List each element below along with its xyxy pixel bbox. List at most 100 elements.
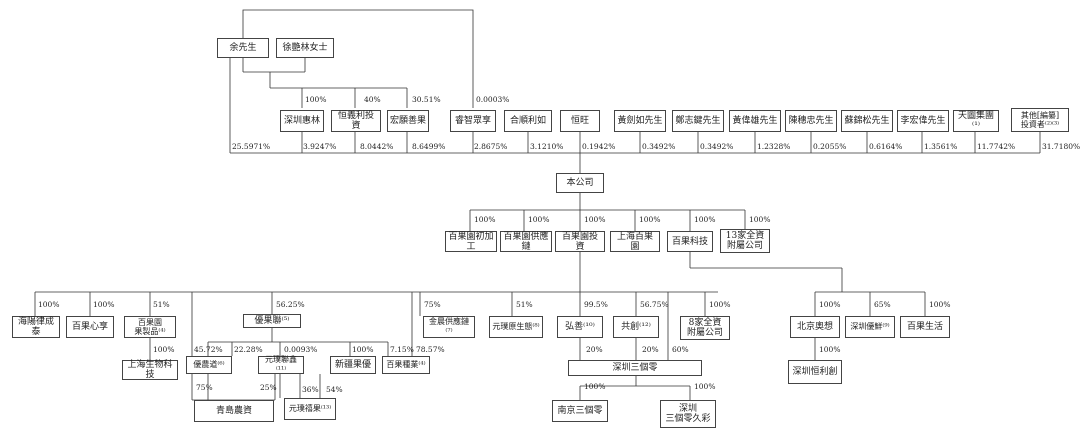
label-s-zheng: 0.3492% [700, 142, 734, 151]
node-nj-three: 南京三個零 [552, 400, 608, 422]
label-c3: 100% [584, 215, 606, 224]
label-a10: 100% [709, 300, 731, 309]
label-a9: 56.75% [640, 300, 669, 309]
label-t1: 100% [819, 300, 841, 309]
node-bgy-agri: 百果園初加工 [445, 231, 497, 252]
label-y10: 54% [326, 385, 343, 394]
node-yuanpu-guo: 元璞禧果⁽¹³⁾ [284, 398, 336, 420]
label-c2: 100% [528, 215, 550, 224]
node-ruizhi: 睿智眾享 [450, 110, 496, 132]
node-chen: 陳穗忠先生 [785, 110, 837, 132]
label-s-hengyi: 8.0442% [360, 142, 394, 151]
label-c6: 100% [749, 215, 771, 224]
label-y6: 78.57% [416, 345, 445, 354]
label-a8: 99.5% [584, 300, 608, 309]
label-y3: 0.0093% [284, 345, 318, 354]
label-y8: 25% [260, 383, 277, 392]
node-company: 本公司 [556, 173, 604, 193]
node-hongxin: 弘善⁽¹⁰⁾ [557, 316, 603, 338]
node-li: 李宏偉先生 [897, 110, 949, 132]
node-jinchen: 金晨供應鏈⁽⁷⁾ [423, 316, 475, 338]
label-c5: 100% [694, 215, 716, 224]
node-sub13: 13家全資 附屬公司 [720, 229, 770, 253]
node-bgy-pharma: 百果園 果製品⁽⁴⁾ [124, 316, 176, 338]
label-p-ruizhi: 0.0003% [476, 95, 510, 104]
label-s-chen: 0.2055% [813, 142, 847, 151]
label-c4: 100% [639, 215, 661, 224]
label-a5: 56.25% [276, 300, 305, 309]
node-xinjiang: 新疆果優 [330, 356, 376, 374]
node-yuanpu-lian: 元璞聯鑫⁽¹¹⁾ [258, 355, 304, 374]
node-yu: 余先生 [217, 38, 269, 58]
label-s-tiantu: 11.7742% [977, 142, 1016, 151]
node-sz-three2: 深圳 三個零久彩 [660, 400, 716, 428]
label-s-heshun: 3.1210% [530, 142, 564, 151]
node-huang1: 黃劍如先生 [614, 110, 666, 132]
node-gongchuang: 共創⁽¹²⁾ [613, 316, 659, 338]
node-youguolian: 優果聯⁽⁵⁾ [243, 314, 301, 328]
label-y2: 22.28% [234, 345, 263, 354]
label-s-huang1: 0.3492% [642, 142, 676, 151]
label-y5: 7.15% [390, 345, 414, 354]
label-h3: 60% [672, 345, 689, 354]
label-y7: 75% [196, 383, 213, 392]
label-t4: 100% [819, 345, 841, 354]
node-sz-three: 深圳三個零 [568, 360, 702, 376]
node-sub8: 8家全資 附屬公司 [680, 316, 730, 340]
node-sz-hengli: 深圳恒利創 [788, 360, 842, 384]
label-y1: 45.72% [194, 345, 223, 354]
label-c1: 100% [474, 215, 496, 224]
node-yuanpu: 元璞原生態⁽⁸⁾ [489, 316, 543, 338]
label-s-yu: 25.5971% [232, 142, 271, 151]
label-s-li: 1.3561% [924, 142, 958, 151]
node-tiantu: 天圖集團⁽¹⁾ [953, 110, 999, 132]
node-huilin: 深圳惠林 [280, 110, 324, 132]
label-h1: 20% [586, 345, 603, 354]
label-z1: 100% [584, 382, 606, 391]
node-bgy-seed: 百果種業⁽⁴⁾ [382, 356, 430, 374]
label-s-ruizhi: 2.8675% [474, 142, 508, 151]
node-huang2: 黃偉雄先生 [729, 110, 781, 132]
node-others: 其他[編纂] 投資者⁽²⁾⁽³⁾ [1011, 108, 1069, 132]
node-bgy-invest: 百果園投資 [555, 231, 605, 252]
node-sh-bgy: 上海百果園 [610, 231, 660, 252]
node-sz-youxian: 深圳優鮮⁽⁹⁾ [845, 316, 895, 338]
node-hengwang: 恒旺 [560, 110, 600, 132]
node-su: 蘇錦松先生 [841, 110, 893, 132]
node-heshun: 合順利如 [504, 110, 552, 132]
node-youchuang: 優農道⁽⁶⁾ [186, 356, 232, 374]
label-a6: 75% [424, 300, 441, 309]
label-y9: 36% [302, 385, 319, 394]
node-hengyi: 恒義利投資 [331, 110, 381, 132]
label-t2: 65% [874, 300, 891, 309]
node-hy-lv: 海陽律成泰 [12, 316, 60, 338]
label-a2: 100% [93, 300, 115, 309]
label-h2: 20% [642, 345, 659, 354]
node-bgy-life: 百果生活 [900, 316, 950, 338]
node-sh-bio: 上海生物科技 [122, 360, 178, 380]
label-s-su: 0.6164% [869, 142, 903, 151]
label-t3: 100% [929, 300, 951, 309]
node-bgy-tech: 百果科技 [667, 231, 713, 252]
label-y4: 100% [352, 345, 374, 354]
label-p-huilin: 100% [305, 95, 327, 104]
label-a1: 100% [38, 300, 60, 309]
label-s-huilin: 3.9247% [303, 142, 337, 151]
node-zheng: 鄭志鍵先生 [672, 110, 724, 132]
node-bgy-xinxiang: 百果心享 [66, 316, 114, 338]
label-a4: 100% [153, 345, 175, 354]
label-s-others: 31.7180% [1042, 142, 1080, 151]
label-s-hengwang: 0.1942% [582, 142, 616, 151]
label-z2: 100% [694, 382, 716, 391]
node-bgy-supply: 百果園供應鏈 [500, 231, 552, 252]
label-s-huang2: 1.2328% [757, 142, 791, 151]
label-a7: 51% [516, 300, 533, 309]
label-p-hongyuan: 30.51% [412, 95, 441, 104]
node-xu: 徐艷林女士 [276, 38, 334, 58]
label-s-hongyuan: 8.6499% [412, 142, 446, 151]
label-a3: 51% [153, 300, 170, 309]
node-bj-aoxiang: 北京奧想 [790, 316, 840, 338]
label-p-hengyi: 40% [364, 95, 381, 104]
